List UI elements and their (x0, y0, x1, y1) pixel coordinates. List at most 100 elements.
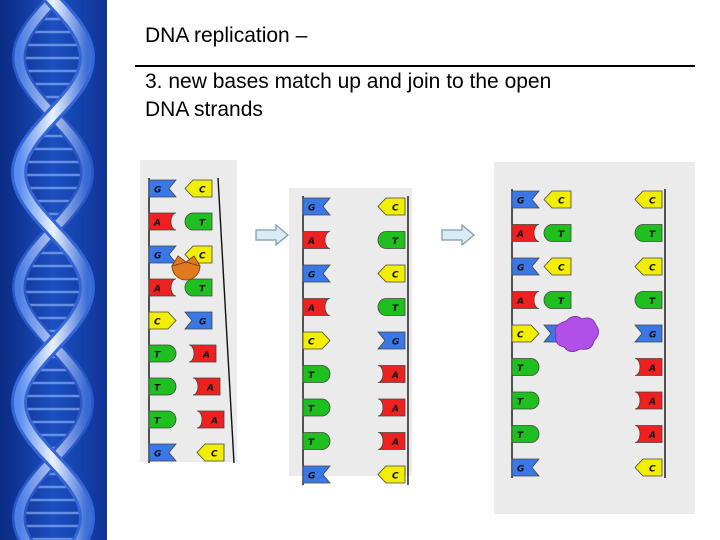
base-label: C (649, 465, 656, 475)
base-label: G (517, 197, 524, 207)
base-label: G (154, 186, 161, 196)
base-label: T (199, 219, 206, 229)
base-label: A (648, 431, 656, 441)
base-label: C (199, 252, 206, 262)
base-C: C (148, 311, 177, 330)
arrow-icon-2 (441, 224, 475, 246)
base-label: A (307, 237, 315, 247)
base-C: C (377, 197, 406, 216)
base-label: A (206, 384, 214, 394)
base-label: T (517, 398, 524, 408)
base-C: C (377, 465, 406, 484)
base-T: T (302, 398, 331, 417)
base-G: G (511, 458, 540, 477)
base-label: A (391, 438, 399, 448)
base-A: A (634, 358, 663, 376)
base-label: T (308, 438, 315, 448)
base-label: A (153, 219, 161, 229)
base-label: C (199, 186, 206, 196)
base-label: C (649, 197, 656, 207)
base-T: T (184, 278, 213, 297)
base-T: T (511, 391, 540, 410)
base-A: A (148, 212, 177, 231)
base-A: A (511, 224, 540, 242)
dna-helix-sidebar (0, 0, 107, 540)
base-T: T (634, 224, 663, 242)
helix-strand-front-highlight (14, 0, 92, 540)
base-label: G (154, 252, 161, 262)
base-label: C (517, 331, 524, 341)
base-A: A (511, 291, 540, 309)
base-label: T (154, 384, 161, 394)
base-C: C (377, 264, 406, 283)
base-label: T (558, 297, 565, 307)
slide-subtitle: 3. new bases match up and join to the op… (145, 68, 685, 124)
base-T: T (634, 291, 663, 309)
base-T: T (377, 298, 406, 316)
base-label: C (392, 472, 399, 482)
base-label: C (392, 204, 399, 214)
dna-helix-graphic (0, 0, 107, 540)
base-label: T (154, 351, 161, 361)
base-label: T (649, 297, 656, 307)
base-A: A (192, 377, 221, 396)
base-label: T (517, 364, 524, 374)
base-label: T (392, 304, 399, 314)
base-C: C (543, 190, 572, 209)
subtitle-line-2: DNA strands (145, 98, 263, 121)
base-C: C (511, 324, 540, 343)
base-G: G (511, 190, 540, 209)
base-G: G (302, 264, 331, 283)
base-T: T (148, 344, 177, 363)
base-C: C (634, 257, 663, 276)
base-label: T (308, 371, 315, 381)
base-T: T (543, 291, 572, 309)
base-label: G (199, 318, 206, 328)
base-A: A (377, 365, 406, 383)
base-label: G (649, 331, 656, 341)
base-A: A (196, 410, 225, 429)
base-label: G (154, 450, 161, 460)
base-label: A (516, 230, 524, 240)
base-label: A (648, 398, 656, 408)
slide-title: DNA replication – (145, 24, 308, 47)
base-label: C (211, 450, 218, 460)
helicase-enzyme-icon (171, 261, 201, 281)
base-label: T (308, 405, 315, 415)
base-label: A (153, 285, 161, 295)
base-C: C (634, 458, 663, 477)
base-label: C (392, 271, 399, 281)
helicase-enzyme-top (171, 255, 201, 267)
base-T: T (148, 377, 177, 396)
base-A: A (377, 432, 406, 450)
stage-1-diagram: G C A T G C A T C G T A T A T A G C (148, 177, 235, 464)
base-label: G (517, 465, 524, 475)
base-C: C (634, 190, 663, 209)
base-T: T (302, 365, 331, 383)
base-label: A (391, 371, 399, 381)
base-C: C (543, 257, 572, 276)
base-A: A (302, 298, 331, 316)
base-A: A (148, 278, 177, 297)
base-label: G (517, 264, 524, 274)
base-label: C (558, 197, 565, 207)
base-label: A (210, 417, 218, 427)
base-label: T (558, 230, 565, 240)
subtitle-line-1: 3. new bases match up and join to the op… (145, 70, 552, 93)
base-label: T (199, 285, 206, 295)
base-C: C (302, 331, 331, 350)
base-label: G (392, 338, 399, 348)
base-label: G (308, 472, 315, 482)
base-label: A (202, 351, 210, 361)
base-G: G (148, 245, 177, 264)
base-A: A (377, 398, 406, 417)
arrow-icon-1 (255, 224, 289, 246)
base-label: T (154, 417, 161, 427)
base-T: T (377, 231, 406, 249)
base-label: C (308, 338, 315, 348)
base-label: A (648, 364, 656, 374)
base-label: A (516, 297, 524, 307)
base-C: C (196, 443, 225, 462)
